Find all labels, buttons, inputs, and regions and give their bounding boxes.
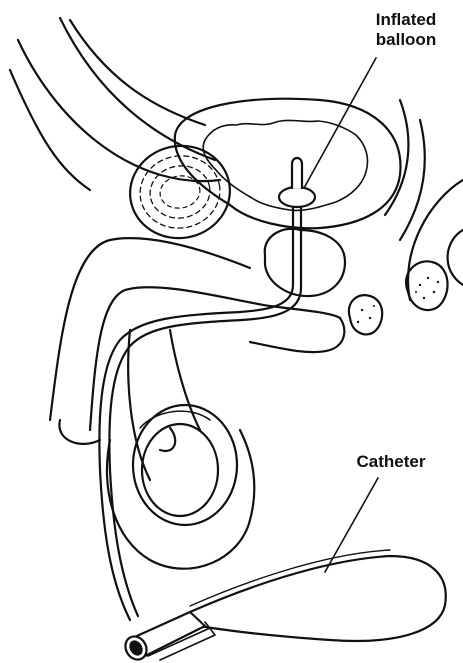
catheter-loop (190, 550, 446, 641)
gland-left (349, 295, 382, 334)
scrotum-outline (107, 430, 254, 569)
prostate (265, 229, 345, 296)
pubic-bone (123, 138, 237, 246)
balloon-label-line2: balloon (360, 30, 452, 50)
posterior-body-outline (10, 18, 220, 190)
catheter-label: Catheter (345, 452, 437, 472)
gland-right (406, 261, 448, 310)
inflated-balloon-label: Inflated balloon (360, 10, 452, 50)
catheter-tube (99, 200, 301, 620)
testis (133, 405, 237, 525)
inflated-balloon (279, 158, 315, 207)
balloon-label-line1: Inflated (360, 10, 452, 30)
catheter-connector (121, 612, 215, 663)
rectum-outline (385, 100, 463, 300)
balloon-leader-line (304, 58, 376, 188)
